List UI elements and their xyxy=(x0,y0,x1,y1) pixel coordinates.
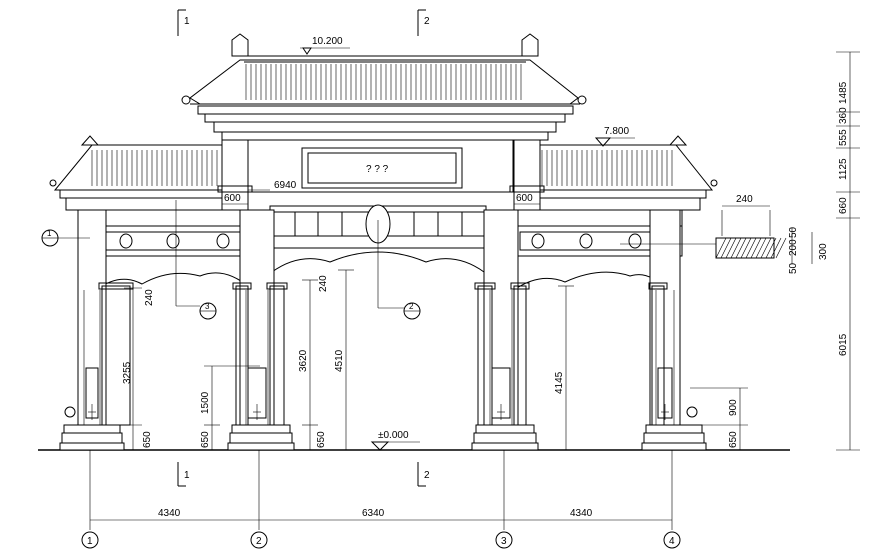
column-width-left: 600 xyxy=(224,193,241,204)
arch-spandrels xyxy=(84,251,680,291)
bay-dim-2: 6340 xyxy=(362,508,385,519)
detail-ref-3: 3 xyxy=(199,302,217,320)
detail-ref-1: 1 xyxy=(41,229,59,247)
axis-label: 2 xyxy=(256,536,262,547)
dim-left-arch: 240 xyxy=(144,289,155,306)
dim-right-base: 650 xyxy=(728,431,739,448)
detail-bottom: 50 xyxy=(788,262,799,274)
bay-dim-3: 4340 xyxy=(570,508,593,519)
column-width-right: 600 xyxy=(516,193,533,204)
axis-label: 3 xyxy=(501,536,507,547)
level-side-roof: 7.800 xyxy=(604,126,629,137)
detail-dimension-labels: 240 50 200 50 300 xyxy=(736,194,829,274)
dim-inner-base: 650 xyxy=(316,431,327,448)
dim-555: 555 xyxy=(838,129,849,146)
axis-bubbles: 1 2 3 4 xyxy=(81,531,681,549)
central-entablature xyxy=(247,139,514,249)
detail-mid: 200 xyxy=(788,239,799,256)
dim-360: 360 xyxy=(838,107,849,124)
axis-bubble-2: 2 xyxy=(250,531,268,549)
axis-bubble-3: 3 xyxy=(495,531,513,549)
section-detail xyxy=(715,205,813,264)
columns xyxy=(77,209,681,426)
detail-ref-2: 2 xyxy=(403,302,421,320)
section-marker-1-top: 1 xyxy=(184,16,190,27)
upper-posts xyxy=(217,139,545,211)
height-dimension-labels: 240 3255 650 1500 650 3620 650 240 4510 … xyxy=(122,275,739,448)
dim-right-upper: 900 xyxy=(728,399,739,416)
central-roof xyxy=(181,33,587,141)
dim-door: 1500 xyxy=(200,391,211,414)
right-beam xyxy=(485,209,683,257)
detail-ref-1-num: 1 xyxy=(47,229,52,238)
dim-1485: 1485 xyxy=(838,81,849,104)
dimension-lines xyxy=(58,9,860,530)
dim-inner-col: 3620 xyxy=(298,349,309,372)
level-ground: ±0.000 xyxy=(378,430,409,441)
column xyxy=(77,209,107,426)
left-side-roof xyxy=(49,135,227,211)
bay-dim-1: 4340 xyxy=(158,508,181,519)
right-dimension-labels: 1485 360 555 1125 660 6015 xyxy=(838,81,849,356)
detail-width: 240 xyxy=(736,194,753,205)
section-marker-2-bottom: 2 xyxy=(424,470,430,481)
level-roof-top: 10.200 xyxy=(312,36,343,47)
dim-door-base: 650 xyxy=(200,431,211,448)
span-label: 6940 xyxy=(274,180,297,191)
dim-660: 660 xyxy=(838,197,849,214)
detail-top: 50 xyxy=(788,226,799,238)
right-side-roof xyxy=(539,135,718,211)
dim-center-clear: 4510 xyxy=(334,349,345,372)
left-beam xyxy=(77,209,271,257)
section-marker-1-bottom: 1 xyxy=(184,470,190,481)
axis-label: 1 xyxy=(87,536,93,547)
plaque-text: ? ? ? xyxy=(366,164,389,175)
dim-right-clear: 4145 xyxy=(554,371,565,394)
axis-bubble-4: 4 xyxy=(663,531,681,549)
dim-center-arch: 240 xyxy=(318,275,329,292)
detail-ref-3-num: 3 xyxy=(205,302,210,311)
dim-left-col: 3255 xyxy=(122,361,133,384)
detail-total: 300 xyxy=(818,243,829,260)
dim-6015: 6015 xyxy=(838,333,849,356)
column xyxy=(483,209,519,426)
column xyxy=(649,209,681,426)
dim-left-base: 650 xyxy=(142,431,153,448)
section-marker-2-top: 2 xyxy=(424,16,430,27)
dim-1125: 1125 xyxy=(838,158,849,180)
axis-bubble-1: 1 xyxy=(81,531,99,549)
detail-ref-2-num: 2 xyxy=(409,302,414,311)
column-bases xyxy=(59,406,707,451)
column xyxy=(239,209,275,426)
axis-label: 4 xyxy=(669,536,675,547)
